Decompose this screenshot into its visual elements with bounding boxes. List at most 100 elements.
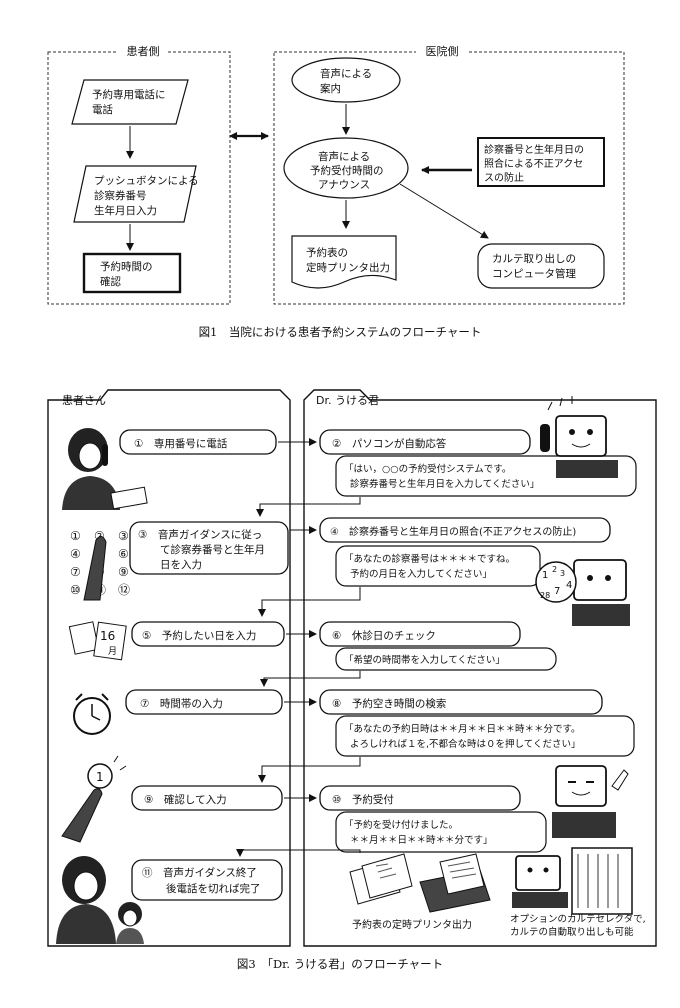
svg-text:③: ③ <box>118 529 129 543</box>
computer-phone-illustration <box>540 396 618 478</box>
figure3-caption: 図3 「Dr. うける君」のフローチャート <box>237 957 443 971</box>
touch-key-digit: 1 <box>96 770 104 784</box>
step-7-text: ⑦ 時間帯の入力 <box>140 697 223 710</box>
alarm-clock-illustration <box>73 693 111 735</box>
svg-text:④: ④ <box>70 547 81 561</box>
message-8-line2: よろしければ１を,不都合な時は０を押してください」 <box>350 738 580 750</box>
printer-output-document <box>291 235 397 289</box>
karte-management-box <box>477 243 605 289</box>
patient-call-parallelogram <box>71 79 189 125</box>
arrow-6-to-7 <box>260 671 361 687</box>
patient-side-label: 患者側 <box>127 45 160 58</box>
step-3-line3: 日を入力 <box>160 558 202 571</box>
patient-input-parallelogram <box>73 165 197 223</box>
step-11-line2: 後電話を切れば完了 <box>166 882 261 895</box>
step-2-box <box>319 429 531 455</box>
clock-digit-7: 7 <box>554 586 560 597</box>
computer-waving-illustration <box>552 765 629 838</box>
patient-confirm-box <box>82 252 182 294</box>
step-1-box <box>119 429 277 455</box>
printer-output-label: 予約表の定時プリンタ出力 <box>352 918 472 931</box>
svg-text:②: ② <box>94 529 105 543</box>
message-6-bubble <box>335 647 557 671</box>
message-2-line1: 「はい，○○の予約受付システムです。 <box>344 463 511 475</box>
clock-digit-4: 4 <box>566 580 572 591</box>
system-column-label: Dr. うける君 <box>316 394 379 407</box>
step-5-text: ⑤ 予約したい日を入力 <box>142 629 256 642</box>
voice-guidance-ellipse <box>291 57 401 103</box>
arrow-10-to-11 <box>236 849 361 857</box>
patient-input-line3: 生年月日入力 <box>94 204 157 217</box>
woman-and-child-illustration <box>56 856 144 944</box>
patient-confirm-line1: 予約時間の <box>100 260 153 273</box>
calendar-month: 月 <box>108 646 117 657</box>
step-9-text: ⑨ 確認して入力 <box>144 793 227 806</box>
security-line3: スの防止 <box>484 171 524 184</box>
karte-selector-illustration <box>512 847 633 915</box>
message-10-line2: ＊＊月＊＊日＊＊時＊＊分です」 <box>350 835 493 846</box>
figure1: 患者側 医院側 予約専用電話に 電話 プッシュボタンによる 診察券番号 生年月日… <box>47 44 625 339</box>
step-3-line1: ③ 音声ガイダンスに従っ <box>138 528 262 541</box>
printer-documents-illustration <box>349 853 491 913</box>
step-11-line1: ⑪ 音声ガイダンス終了 <box>142 866 257 879</box>
announcement-line2: 予約受付時間の <box>310 164 384 177</box>
calendar-illustration: 16 月 <box>68 621 127 661</box>
security-line1: 診察番号と生年月日の <box>484 143 584 156</box>
patient-call-line1: 予約専用電話に <box>92 88 166 101</box>
step-2-text: ② パソコンが自動応答 <box>332 437 447 450</box>
step-10-text: ⑩ 予約受付 <box>332 793 394 806</box>
message-2-line2: 診察券番号と生年月日を入力してください」 <box>350 478 539 490</box>
finger-touch-illustration: 1 <box>61 755 127 843</box>
clock-digit-28: 28 <box>540 591 550 600</box>
clock-digit-3: 3 <box>560 569 565 578</box>
step-5-box <box>131 621 285 647</box>
svg-text:⑨: ⑨ <box>118 565 129 579</box>
voice-guidance-line1: 音声による <box>320 67 372 80</box>
message-6-line1: 「希望の時間帯を入力してください」 <box>344 654 505 666</box>
announcement-line1: 音声による <box>318 150 370 163</box>
patient-confirm-line2: 確認 <box>100 275 121 288</box>
clock-digit-1: 1 <box>542 570 548 581</box>
step-6-box <box>319 621 521 647</box>
step-7-box <box>125 689 283 715</box>
step-10-box <box>319 785 521 811</box>
message-10-line1: 「予約を受け付けました。 <box>344 819 458 831</box>
option-label-line1: オプションのカルテセレクタで, <box>510 914 646 925</box>
message-4-line2: 予約の月日を入力してください」 <box>350 568 492 580</box>
svg-text:⑦: ⑦ <box>70 565 81 579</box>
printer-output-line1: 予約表の <box>306 246 348 259</box>
svg-text:⑫: ⑫ <box>118 583 130 597</box>
patient-column-frame <box>47 389 291 947</box>
step-3-line2: て診察券番号と生年月 <box>160 543 265 556</box>
step-11-box <box>131 859 283 901</box>
printer-output-line2: 定時プリンタ出力 <box>306 261 390 274</box>
arrow-4-to-5 <box>258 587 361 617</box>
message-10-bubble <box>335 811 547 853</box>
figure3: 患者さん Dr. うける君 ① 専用番号に電話 ③ 音声ガイダンスに従っ て診察… <box>47 389 657 971</box>
message-4-bubble <box>335 545 541 587</box>
step-8-box <box>319 689 603 715</box>
patient-column-label: 患者さん <box>62 394 106 407</box>
system-column-frame <box>303 389 657 947</box>
patient-input-line1: プッシュボタンによる <box>94 175 199 187</box>
hospital-arrow-3 <box>399 183 489 239</box>
woman-on-phone-illustration <box>62 428 148 510</box>
keypad-illustration: ① ② ③ ④ ⑤ ⑥ ⑦ ⑧ ⑨ ⑩ ⑪ ⑫ <box>70 529 130 601</box>
patient-input-line2: 診察券番号 <box>94 189 147 202</box>
hospital-side-label: 医院側 <box>426 44 459 58</box>
announcement-ellipse <box>283 137 409 199</box>
svg-text:⑩: ⑩ <box>70 583 81 597</box>
svg-text:⑥: ⑥ <box>118 547 129 561</box>
svg-text:①: ① <box>70 529 81 543</box>
voice-guidance-line2: 案内 <box>320 82 341 95</box>
option-label-line2: カルテの自動取り出しも可能 <box>510 926 634 938</box>
message-8-line1: 「あなたの予約日時は＊＊月＊＊日＊＊時＊＊分です。 <box>344 723 581 735</box>
patient-call-line2: 電話 <box>92 103 113 116</box>
announcement-line3: アナウンス <box>318 179 370 191</box>
step-6-text: ⑥ 休診日のチェック <box>332 629 436 642</box>
message-4-line1: 「あなたの診察番号は＊＊＊＊ですね。 <box>344 553 515 565</box>
figure1-caption: 図1 当院における患者予約システムのフローチャート <box>199 325 482 339</box>
security-line2: 照合による不正アクセ <box>484 157 583 170</box>
security-box <box>477 137 605 187</box>
